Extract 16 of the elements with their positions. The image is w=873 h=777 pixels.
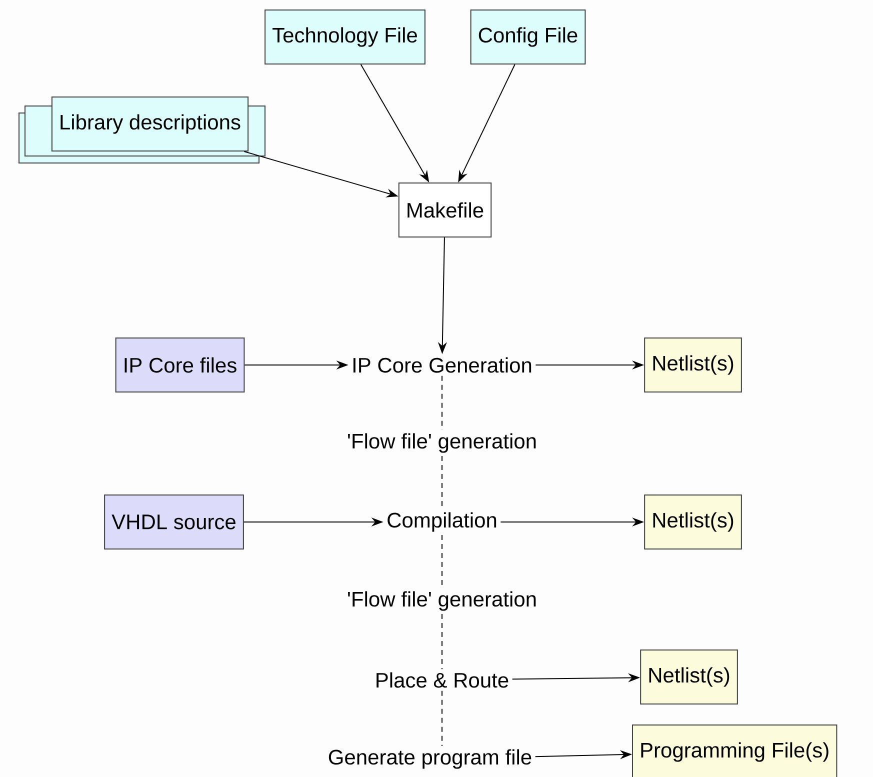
file-box: Technology File <box>264 10 426 64</box>
output-box: Netlist(s) <box>640 650 738 704</box>
output-box: Netlist(s) <box>644 338 742 392</box>
file-box: Config File <box>470 10 586 64</box>
stacked-document-box: Library descriptions <box>18 96 266 164</box>
step-label: Place & Route <box>376 672 508 688</box>
step-label: Generate program file <box>328 749 532 769</box>
step-label: 'Flow file' generation <box>348 433 536 453</box>
source-box: IP Core files <box>115 338 245 392</box>
process-box: Makefile <box>398 182 492 238</box>
output-box: Netlist(s) <box>644 494 742 550</box>
step-label: Compilation <box>388 512 496 532</box>
source-box: VHDL source <box>104 494 244 550</box>
step-label: 'Flow file' generation <box>348 591 536 611</box>
step-label: IP Core Generation <box>353 357 532 373</box>
output-box: Programming File(s) <box>632 724 838 777</box>
